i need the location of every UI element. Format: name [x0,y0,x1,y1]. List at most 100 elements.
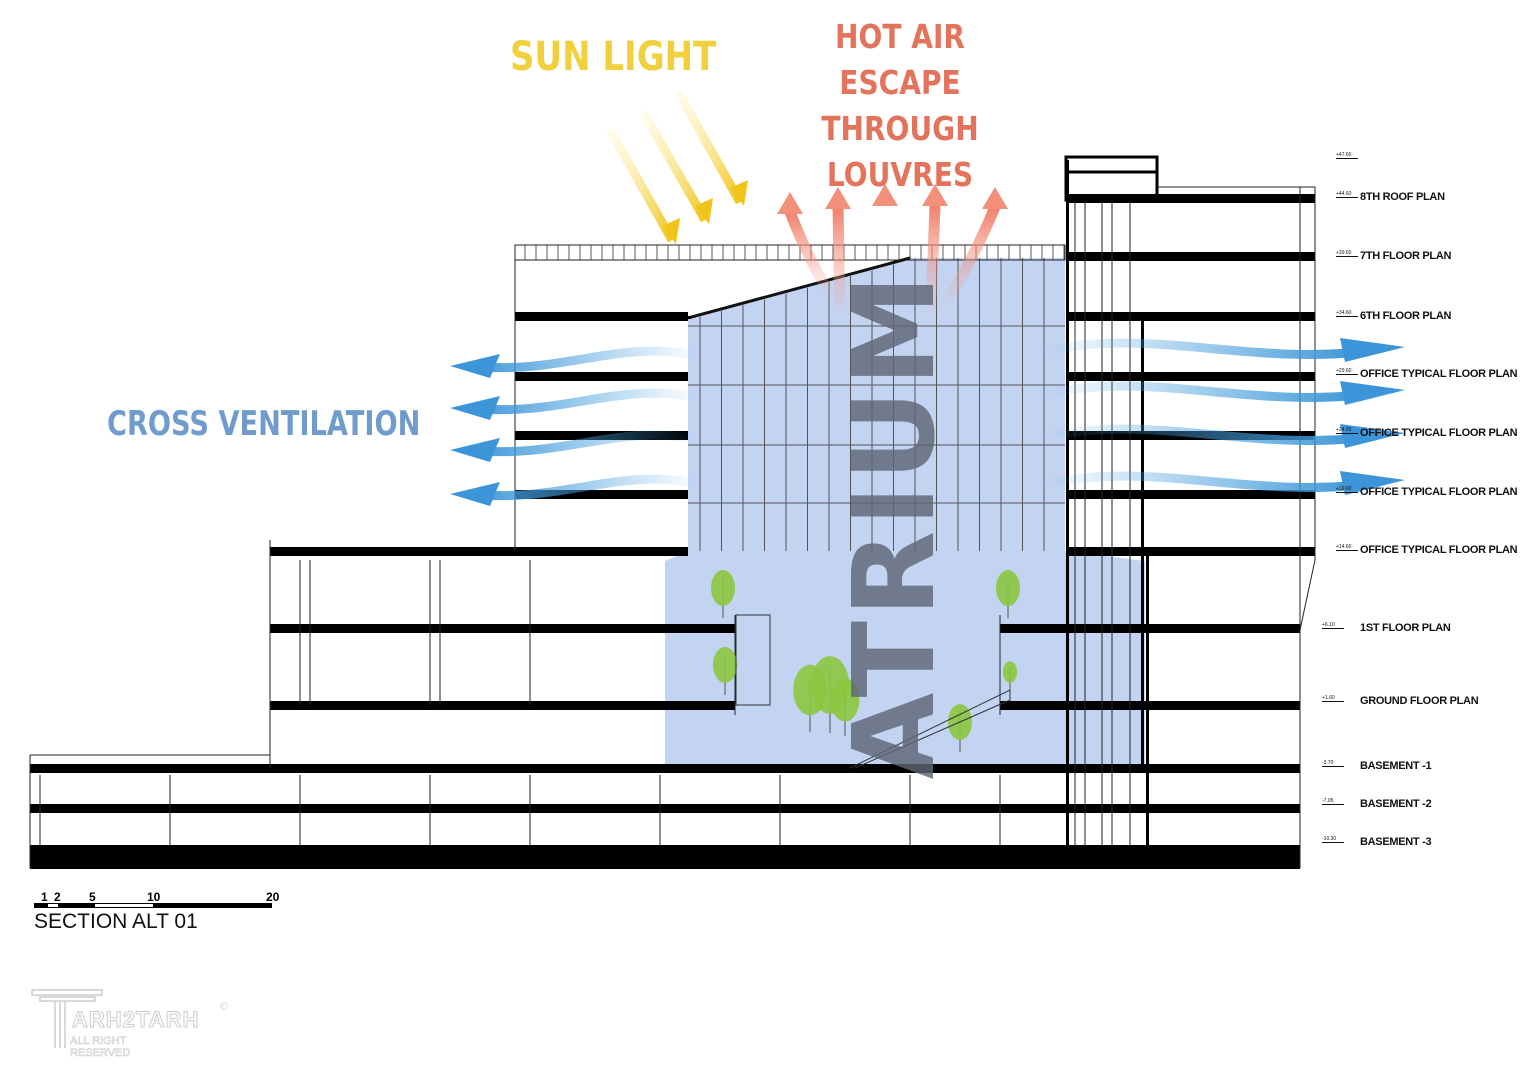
level-label: BASEMENT -3 [1360,836,1432,848]
level-label: 7TH FLOOR PLAN [1360,250,1452,262]
hot-air-arrow [832,206,846,321]
column [1146,551,1149,846]
arrow-head-icon [982,187,1008,209]
column [1141,320,1144,770]
level-label: OFFICE TYPICAL FLOOR PLAN [1360,368,1518,380]
elevation-tag: +39.60 [1336,250,1358,257]
floor-slab [1066,194,1315,203]
level-label: BASEMENT -1 [1360,760,1432,772]
level-label: OFFICE TYPICAL FLOOR PLAN [1360,427,1518,439]
arrow-head-icon [450,438,500,462]
scale-tick: 5 [89,890,96,904]
arrow-head-icon [1340,338,1405,362]
arrow-head-icon [730,180,748,206]
level-label: 6TH FLOOR PLAN [1360,310,1452,322]
cross-ventilation-arrows [450,338,1405,506]
trees [711,570,1020,752]
level-label: 1ST FLOOR PLAN [1360,622,1451,634]
floor-slab [270,701,735,710]
level-label: GROUND FLOOR PLAN [1360,695,1479,707]
tree-icon [711,570,735,618]
sunlight-arrows [606,89,748,244]
tree-icon [1002,661,1018,690]
floor-slab [515,372,688,381]
hot-air-arrows [777,184,1008,321]
escalator [735,614,1011,769]
watermark-logo [31,989,103,1048]
sunlight-arrow [606,127,676,243]
wind-arrow [469,346,701,373]
wind-arrow [469,474,701,501]
hot-air-arrow [784,210,840,304]
floor-slab [270,547,688,556]
elevation-tag: +1.60 [1322,695,1344,702]
wind-arrow [1039,381,1361,402]
wind-arrow [1039,338,1361,359]
arrow-head-icon [695,198,713,224]
floor-slab [1066,372,1315,381]
floor-slab [515,490,688,499]
column [1066,160,1069,860]
floor-slab [1066,252,1315,261]
wind-arrow [1039,424,1361,445]
watermark-sub: ALL RIGHT RESERVED [70,1035,131,1060]
wind-arrow [1039,471,1361,492]
watermark-brand: ARH2TARH [71,1007,200,1033]
floor-slab [1066,312,1315,321]
scale-tick: 10 [147,890,161,904]
roof-louvres [514,244,1066,261]
arrow-head-icon [450,482,500,506]
elevation-tag: -10.30 [1322,836,1344,843]
wind-arrow [469,430,701,457]
tree-icon [996,570,1020,618]
atrium-label: ATRIUM [830,270,960,780]
arrow-head-icon [450,354,500,378]
wind-arrow [469,388,701,415]
hot-air-arrow [935,204,1001,314]
copyright-icon: © [220,1001,229,1013]
elevation-tag: +44.60 [1336,191,1358,198]
arrow-head-icon [1340,471,1405,495]
floor-slab [515,312,688,321]
scale-tick: 20 [266,890,280,904]
cross-ventilation-label: CROSS VENTILATION [107,404,421,444]
arrow-head-icon [1340,381,1405,405]
floor-slab [1066,547,1315,556]
hot-air-label: HOT AIR ESCAPE THROUGH LOUVRES [815,14,985,198]
level-label: BASEMENT -2 [1360,798,1432,810]
scale-tick: 2 [54,890,61,904]
level-label: OFFICE TYPICAL FLOOR PLAN [1360,544,1518,556]
elevation-tag: +14.60 [1336,544,1358,551]
scale-bar [34,903,272,908]
floor-slab [1066,490,1315,499]
arrow-head-icon [662,218,680,244]
elevation-tag: +24.60 [1336,427,1358,434]
elevation-tag: +29.60 [1336,368,1358,375]
arrow-head-icon [777,192,803,214]
sunlight-arrow [639,109,709,223]
floor-slab [1000,624,1300,633]
elevation-tag: -7.05 [1322,798,1344,805]
floor-slab [30,804,1300,813]
elevation-tag: +6.10 [1322,622,1344,629]
elevation-tag: -3.70 [1322,760,1344,767]
arrow-head-icon [825,187,851,209]
hot-air-line: ESCAPE [839,63,961,102]
hot-air-line: THROUGH [821,109,979,148]
scale-tick: 1 [41,890,48,904]
level-label: OFFICE TYPICAL FLOOR PLAN [1360,486,1518,498]
floor-slab [1000,701,1300,710]
walls [29,187,1301,868]
elevation-tag: +19.60 [1336,486,1358,493]
elevation-tag: +34.60 [1336,310,1358,317]
tree-icon [713,647,737,695]
floor-slab [30,764,1300,773]
sunlight-arrow [674,89,744,205]
arrow-head-icon [922,184,948,206]
hot-air-arrow [924,203,941,321]
arrow-head-icon [872,184,898,206]
hot-air-line: LOUVRES [826,155,974,194]
level-label: 8TH ROOF PLAN [1360,191,1445,203]
column [688,316,691,319]
